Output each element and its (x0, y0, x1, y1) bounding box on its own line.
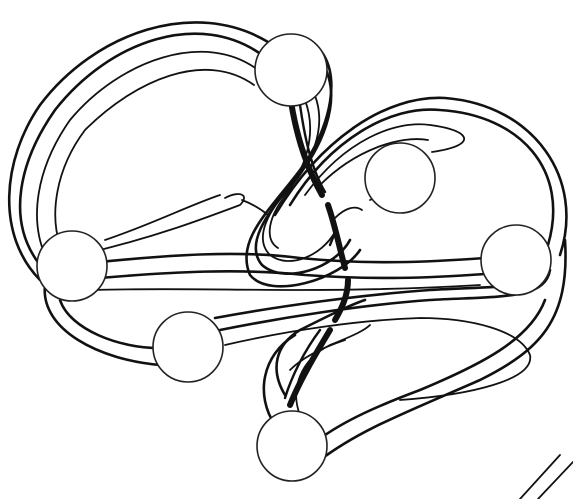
node-bottom (257, 411, 327, 481)
node-upper-right (365, 143, 435, 213)
node-top (255, 34, 327, 106)
node-lower-left (153, 312, 223, 382)
node-right (481, 225, 551, 295)
middle-horizontal-bands (95, 194, 485, 290)
node-left (37, 231, 107, 301)
